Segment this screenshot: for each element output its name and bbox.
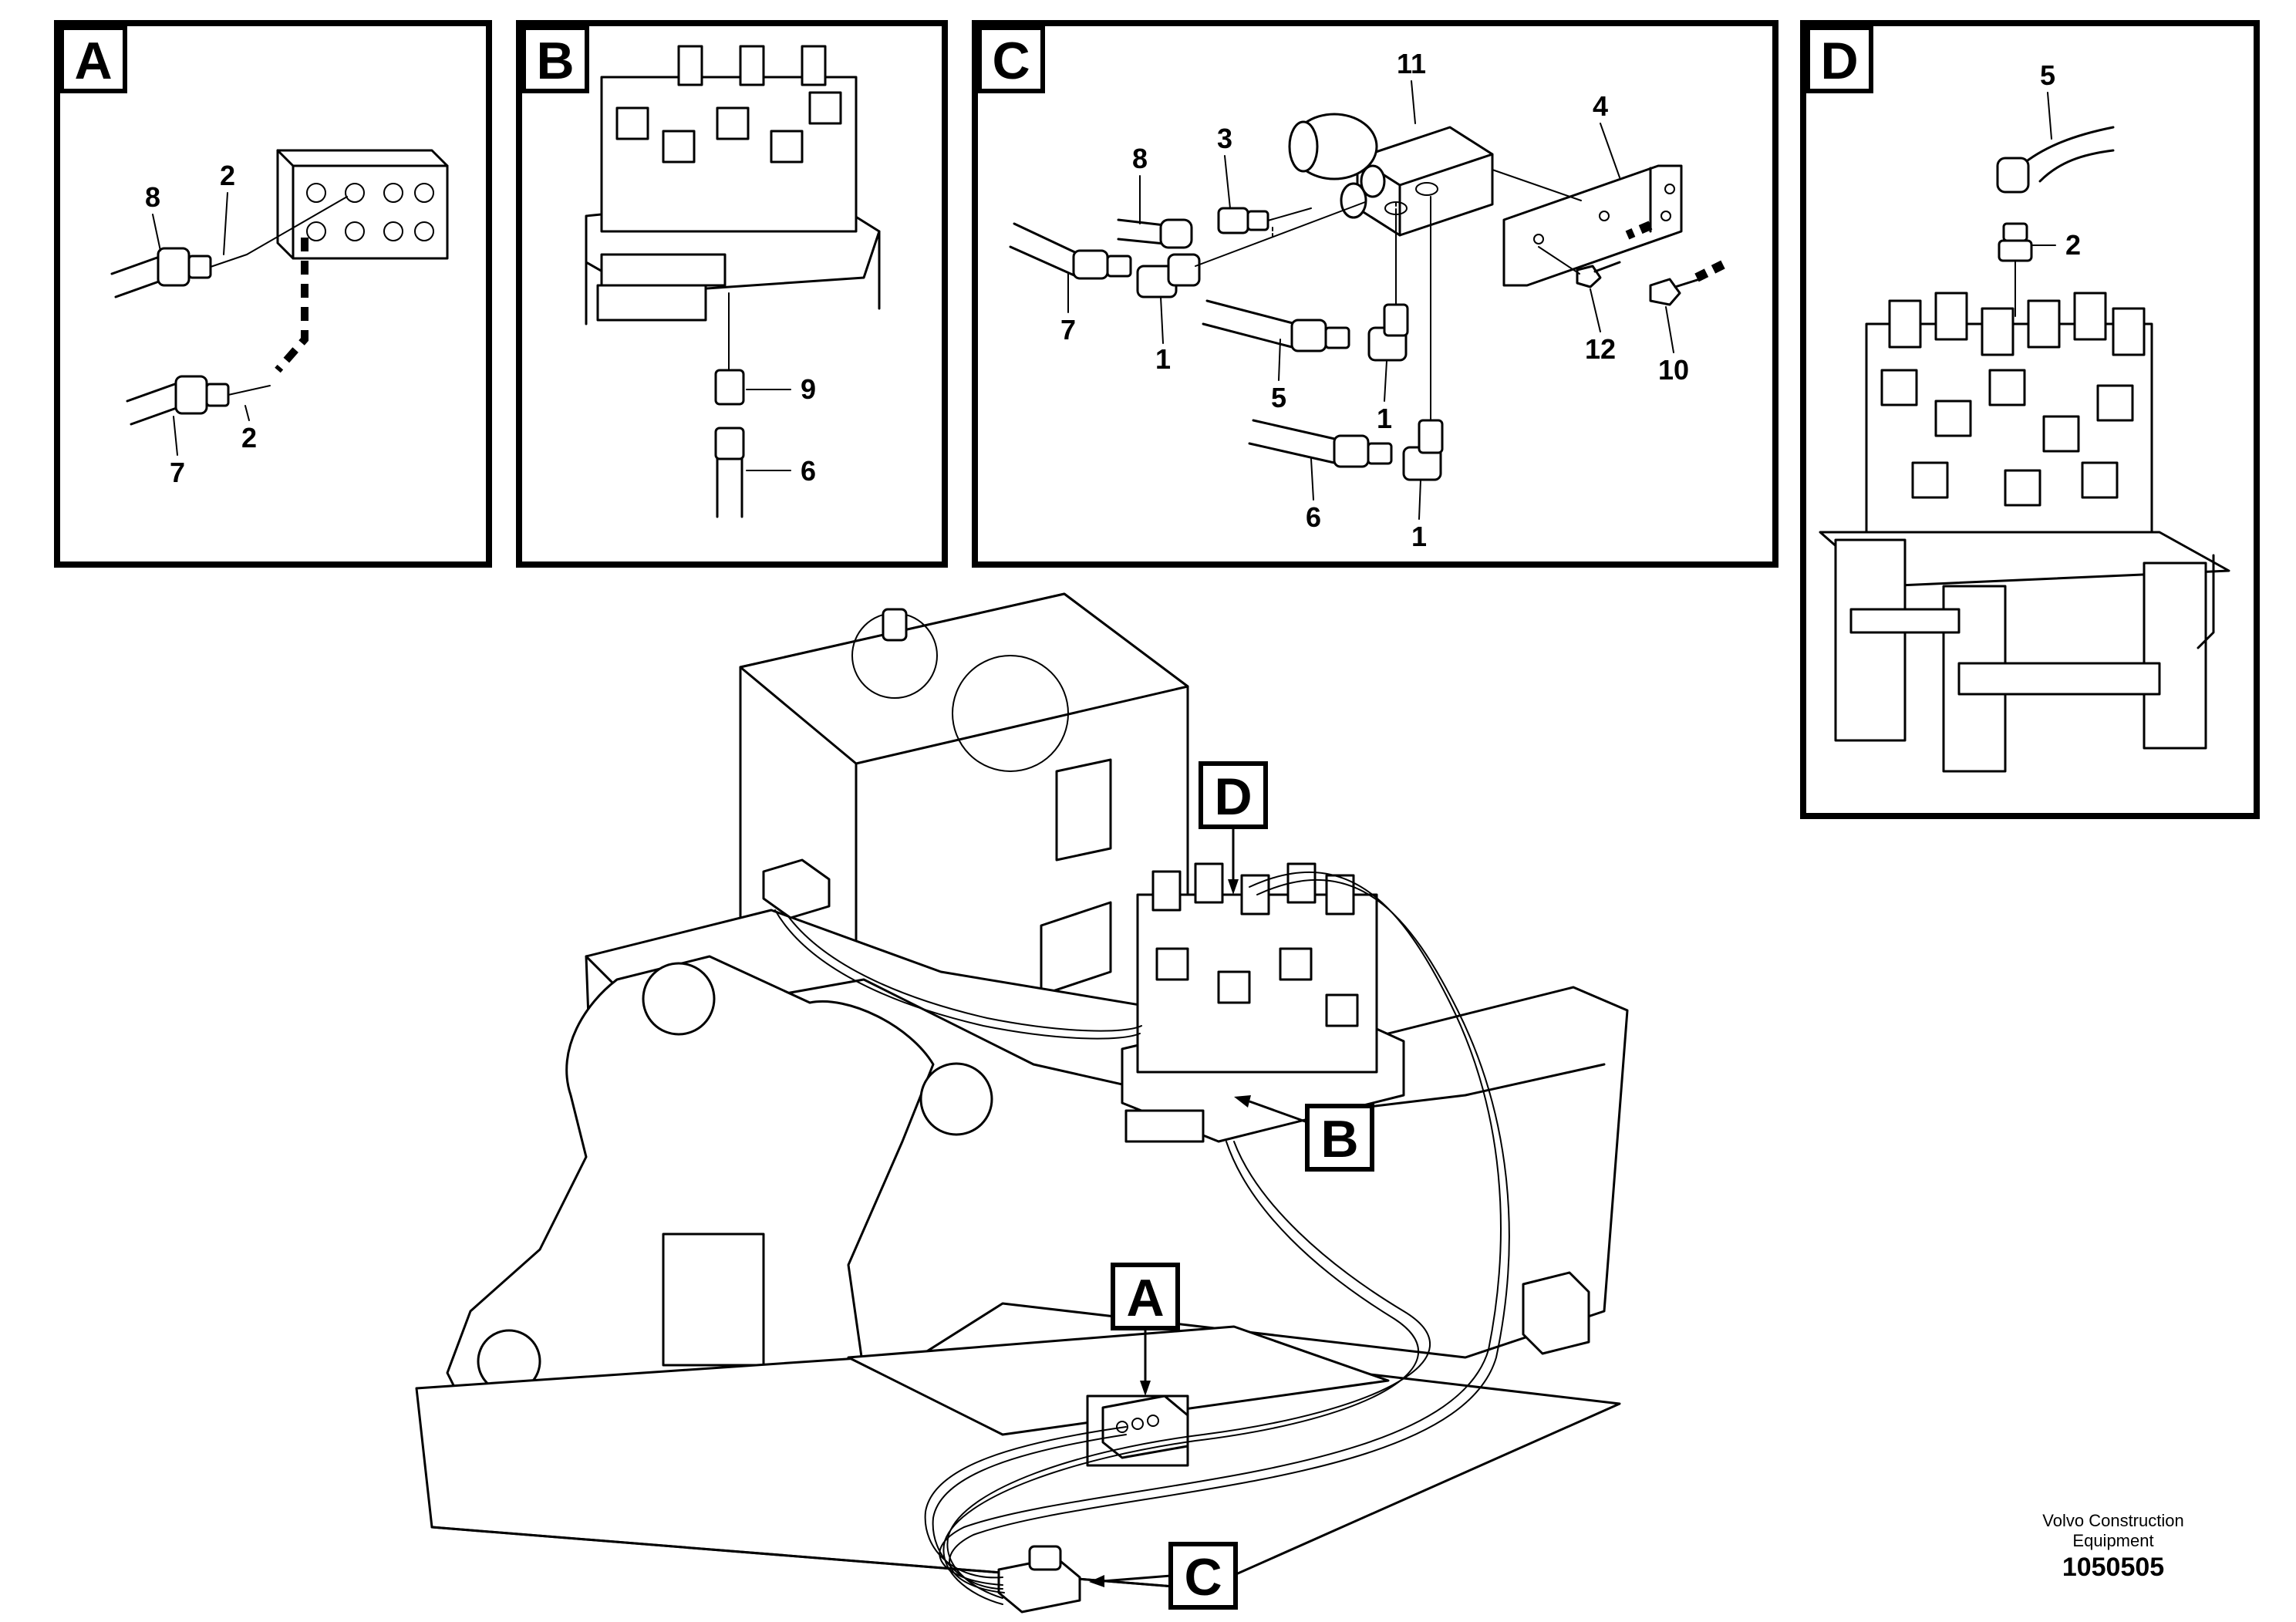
callout-d-2: 2: [2065, 229, 2081, 261]
callout-c-4: 4: [1593, 90, 1608, 122]
hose-7-lower: [126, 375, 271, 426]
hose-routing: [774, 872, 1510, 1605]
manifold-right: [1522, 1271, 1590, 1355]
callout-c-7: 7: [1060, 314, 1076, 346]
manifold-block-a: [276, 149, 449, 260]
callout-c-6: 6: [1306, 501, 1321, 533]
callout-d-5: 5: [2040, 59, 2055, 91]
elbow-1-middle: [1367, 200, 1409, 362]
panel-c-frame: [972, 20, 1778, 568]
callout-b-9: 9: [801, 373, 816, 405]
panel-b-tag-box: [521, 25, 589, 93]
tag-b-callout[interactable]: B: [1234, 1095, 1374, 1172]
panel-b: B 9 6: [516, 20, 948, 568]
bracket-4: [1492, 164, 1683, 287]
panel-a: A 8 2 7: [54, 20, 492, 568]
tag-a-label: A: [1126, 1269, 1164, 1327]
callout-b-6: 6: [801, 455, 816, 487]
adapter-2-d: [1998, 222, 2033, 317]
hose-5-c: [1202, 299, 1350, 352]
sensor-bracket: [762, 858, 831, 919]
tag-b-box[interactable]: [1305, 1104, 1374, 1172]
callout-c-1-lower: 1: [1411, 521, 1427, 552]
adapter-9: [714, 369, 745, 406]
hose-6-c: [1248, 419, 1393, 468]
callout-c-10: 10: [1658, 354, 1689, 386]
solenoid-valve-11: [1288, 113, 1494, 237]
mounting-frame-d: [1819, 531, 2230, 773]
panel-b-tag: B: [536, 32, 574, 90]
tag-c-callout[interactable]: C: [1089, 1542, 1238, 1610]
bolt-12: [1538, 246, 1621, 288]
tag-b-label: B: [1320, 1110, 1358, 1168]
lower-manifold-a: [1101, 1394, 1189, 1459]
callout-c-1-middle: 1: [1377, 403, 1392, 434]
tag-c-label: C: [1184, 1548, 1222, 1607]
callout-a-2-upper: 2: [220, 160, 235, 191]
tag-d-label: D: [1214, 767, 1252, 826]
tag-d-box[interactable]: [1199, 761, 1268, 829]
panel-c-tag-box: [977, 25, 1045, 93]
elbow-1-upper: [1136, 201, 1366, 298]
bolt-10: [1649, 258, 1730, 306]
hose-5-d: [1996, 126, 2115, 194]
control-valve-main: [1121, 862, 1405, 1143]
callout-a-8: 8: [145, 181, 160, 213]
callout-c-3: 3: [1217, 123, 1232, 154]
hose-8-upper: [110, 196, 348, 298]
hose-8-c: [1117, 218, 1193, 249]
control-valve-d: [1865, 292, 2153, 534]
brand-line-1: Volvo Construction: [2042, 1511, 2184, 1530]
adapter-3: [1217, 207, 1312, 240]
panel-d: D 5: [1800, 20, 2260, 819]
callout-a-7: 7: [170, 457, 185, 488]
panel-d-tag-box: [1805, 25, 1873, 93]
elbow-1-lower: [1402, 196, 1444, 481]
callout-c-12: 12: [1585, 333, 1616, 365]
brand-line-2: Equipment: [2072, 1531, 2154, 1550]
tag-d-callout[interactable]: D: [1199, 761, 1268, 895]
hose-7-c: [1009, 222, 1132, 280]
control-valve-b: [585, 45, 881, 325]
panel-a-frame: [54, 20, 492, 568]
panel-a-tag-box: [59, 25, 127, 93]
callout-c-5: 5: [1271, 382, 1286, 413]
panel-c: C: [972, 20, 1778, 568]
hose-6-fitting: [714, 427, 745, 460]
callout-c-11: 11: [1397, 48, 1426, 79]
drawing-code: 1050505: [2062, 1553, 2165, 1582]
callout-c-1-upper: 1: [1155, 343, 1171, 375]
panel-a-tag: A: [74, 32, 112, 90]
panel-d-tag: D: [1820, 32, 1858, 90]
flow-path-a: [275, 238, 308, 373]
tag-a-callout[interactable]: A: [1111, 1263, 1180, 1396]
bolt-path-10: [1625, 221, 1653, 240]
panel-c-tag: C: [992, 32, 1030, 90]
solenoid-valve-c: [997, 1545, 1081, 1614]
main-assembly: [415, 592, 1629, 1614]
callout-a-2-lower: 2: [241, 422, 257, 454]
callout-c-8: 8: [1132, 143, 1148, 174]
